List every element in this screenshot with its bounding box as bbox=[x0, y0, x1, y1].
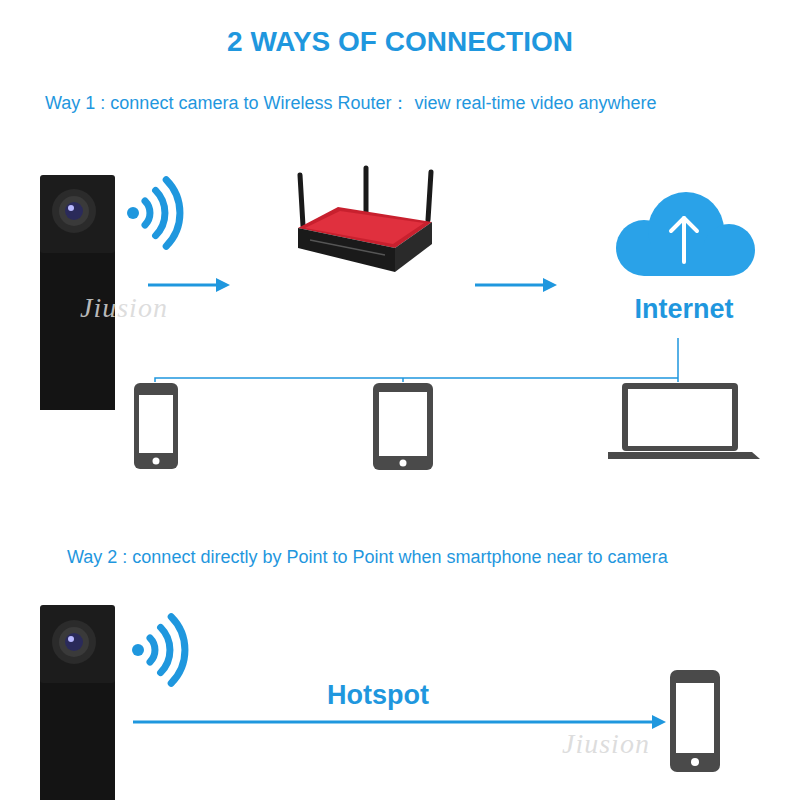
router-antenna bbox=[364, 168, 369, 212]
arrow-head bbox=[543, 278, 557, 292]
lens-glint bbox=[68, 636, 74, 642]
wifi-arc bbox=[145, 201, 150, 225]
wifi-dot bbox=[132, 644, 144, 656]
flow-arrow bbox=[475, 278, 557, 292]
tablet-screen bbox=[379, 392, 427, 456]
hotspot-arrow bbox=[133, 715, 666, 729]
camera-head bbox=[40, 175, 115, 253]
phone-screen bbox=[676, 683, 714, 753]
camera-lens-ring bbox=[59, 196, 89, 226]
phone-button bbox=[153, 458, 160, 465]
wifi-icon bbox=[127, 180, 180, 246]
wifi-arc bbox=[150, 638, 155, 662]
arrow-head bbox=[216, 278, 230, 292]
camera-body bbox=[40, 680, 115, 800]
cloud-base bbox=[644, 245, 729, 276]
arrow-line bbox=[475, 284, 545, 287]
router-leds bbox=[310, 240, 385, 255]
tablet-icon bbox=[373, 383, 433, 470]
connection-label: Hotspot bbox=[327, 680, 429, 711]
laptop-screen bbox=[628, 389, 732, 446]
phone-frame bbox=[670, 670, 720, 772]
tablet-frame bbox=[373, 383, 433, 470]
cloud-fill bbox=[616, 192, 755, 276]
phone-frame bbox=[134, 383, 178, 469]
arrow-head bbox=[652, 715, 666, 729]
wifi-arc bbox=[161, 627, 170, 672]
wireless-router bbox=[298, 168, 432, 272]
flow-arrow bbox=[148, 278, 230, 292]
camera-lens-ring bbox=[52, 189, 96, 233]
camera-lens-ring bbox=[52, 620, 96, 664]
laptop-base bbox=[608, 452, 760, 459]
router-front bbox=[298, 228, 395, 272]
router-antenna bbox=[300, 175, 303, 226]
wifi-dot bbox=[127, 207, 139, 219]
cloud-node: Internet bbox=[595, 190, 773, 329]
camera-body bbox=[40, 250, 115, 410]
tablet-button bbox=[400, 460, 407, 467]
camera-lens-ring bbox=[59, 627, 89, 657]
section-heading: Way 1 : connect camera to Wireless Route… bbox=[45, 91, 657, 115]
watermark: Jiusion bbox=[80, 292, 168, 324]
wifi-arc bbox=[156, 190, 165, 235]
upload-arrow bbox=[671, 218, 697, 231]
lens-glint bbox=[68, 205, 74, 211]
router-side bbox=[395, 222, 432, 272]
upload-arrow bbox=[682, 218, 686, 262]
laptop-icon bbox=[608, 383, 760, 459]
node-heading: Internet bbox=[595, 190, 773, 325]
section-heading: Way 2 : connect directly by Point to Poi… bbox=[67, 547, 668, 568]
diagram-title: 2 WAYS OF CONNECTION bbox=[0, 26, 800, 58]
smartphone-icon bbox=[670, 670, 720, 772]
watermark: Jiusion bbox=[562, 728, 650, 760]
router-antenna bbox=[428, 172, 431, 220]
cloud-shape bbox=[595, 190, 773, 282]
wifi-arc bbox=[171, 617, 185, 683]
laptop-frame bbox=[622, 383, 738, 451]
camera-module bbox=[40, 605, 115, 800]
camera-lens bbox=[65, 202, 83, 220]
connection-lines bbox=[155, 338, 678, 382]
wifi-arc bbox=[166, 180, 180, 246]
camera-lens bbox=[65, 633, 83, 651]
camera-head bbox=[40, 605, 115, 683]
arrow-line bbox=[148, 284, 218, 287]
arrow-line bbox=[133, 721, 656, 724]
wifi-icon bbox=[132, 617, 185, 683]
phone-button bbox=[691, 758, 699, 766]
smartphone-icon bbox=[134, 383, 178, 469]
phone-screen bbox=[139, 395, 173, 453]
